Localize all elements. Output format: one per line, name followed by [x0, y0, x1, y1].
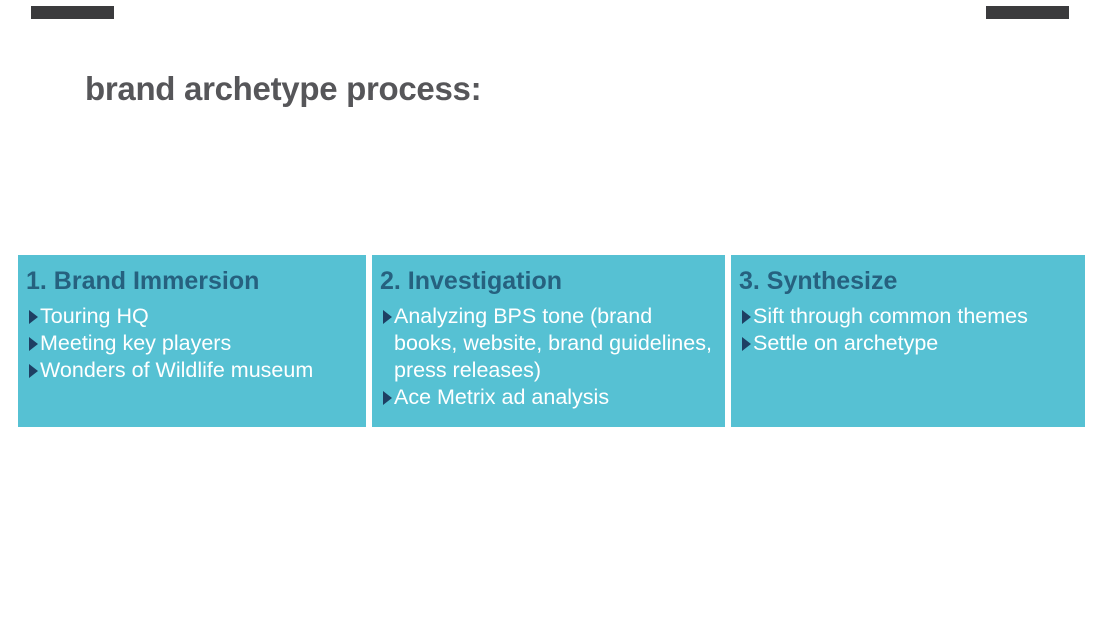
- card-heading: 2. Investigation: [380, 267, 562, 295]
- card-heading: 1. Brand Immersion: [26, 267, 260, 295]
- bullet-triangle-icon: [29, 309, 38, 324]
- process-card-investigation: 2. Investigation Analyzing BPS tone (bra…: [372, 255, 725, 427]
- bullet-text: Sift through common themes: [753, 303, 1028, 328]
- bullet-text: Ace Metrix ad analysis: [394, 384, 610, 409]
- bullet-item: Sift through common themes: [731, 303, 1079, 330]
- bullet-text: Settle on archetype: [753, 330, 939, 355]
- card-heading: 3. Synthesize: [739, 267, 898, 295]
- bullet-text: Meeting key players: [40, 330, 232, 355]
- bullet-triangle-icon: [29, 336, 38, 351]
- bullet-text: Touring HQ: [40, 303, 149, 328]
- corner-bar-left: [31, 6, 114, 19]
- bullet-list: Analyzing BPS tone (brand books, website…: [372, 303, 719, 411]
- page-title: brand archetype process:: [85, 70, 482, 107]
- bullet-list: Sift through common themes Settle on arc…: [731, 303, 1079, 357]
- bullet-text: Analyzing BPS tone (brand books, website…: [394, 303, 712, 382]
- corner-bar-right: [986, 6, 1069, 19]
- bullet-item: Settle on archetype: [731, 330, 1079, 357]
- bullet-triangle-icon: [742, 309, 751, 324]
- bullet-triangle-icon: [383, 390, 392, 405]
- process-steps-row: 1. Brand Immersion Touring HQ Meeting ke…: [18, 255, 1085, 427]
- process-card-brand-immersion: 1. Brand Immersion Touring HQ Meeting ke…: [18, 255, 366, 427]
- process-card-synthesize: 3. Synthesize Sift through common themes…: [731, 255, 1085, 427]
- bullet-item: Meeting key players: [18, 330, 360, 357]
- bullet-list: Touring HQ Meeting key players Wonders o…: [18, 303, 360, 384]
- bullet-item: Ace Metrix ad analysis: [372, 384, 719, 411]
- bullet-item: Analyzing BPS tone (brand books, website…: [372, 303, 719, 384]
- bullet-triangle-icon: [29, 363, 38, 378]
- bullet-item: Touring HQ: [18, 303, 360, 330]
- bullet-triangle-icon: [742, 336, 751, 351]
- bullet-item: Wonders of Wildlife museum: [18, 357, 360, 384]
- bullet-triangle-icon: [383, 309, 392, 324]
- bullet-text: Wonders of Wildlife museum: [40, 357, 314, 382]
